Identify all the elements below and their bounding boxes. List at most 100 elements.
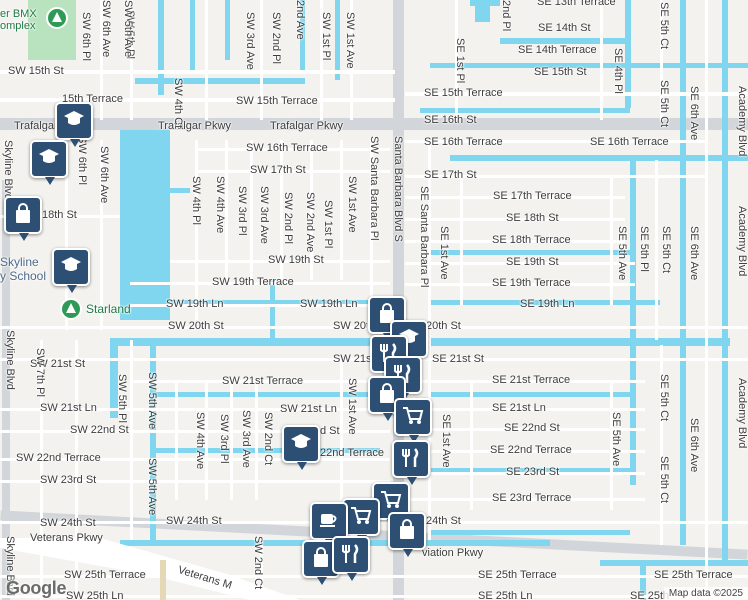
street-label: SW 1st Pl [322,200,334,249]
education-icon[interactable] [55,102,93,147]
street-label: 18th St [42,209,77,221]
street-label: Academy Blvd [736,378,748,449]
street-label: SE 16th St [424,114,477,126]
street-label: SW 3rd Ave [240,410,252,468]
bmx-complex-label: er BMX omplex [0,8,37,32]
street-label: SW 2nd Pl [270,12,282,64]
street-label: SE 19th Terrace [492,277,571,289]
street-label: SW 19th Terrace [212,276,294,288]
street-label: SW 4th Pl [190,176,202,225]
street-label: SW 1st Ave [344,12,356,69]
street-label: SE 16th Terrace [590,136,669,148]
street-label: SE 6th Ave [688,86,700,141]
street-label: 2nd Ave [294,0,306,40]
starland-park-icon[interactable] [60,298,82,320]
street-label: Skyline Blvd [2,140,14,200]
street-label: SW 22nd Terrace [16,452,101,464]
street-label: SE 23rd St [506,466,560,478]
street-label: SW 5th Pl [116,374,128,423]
street-label: Santa Barbara Blvd S [392,136,404,242]
street-label: SW 25th Terrace [64,569,146,581]
street-label: SW 6th Pl [80,12,92,61]
street-label: SE 17th Terrace [493,190,572,202]
street-label: SE 5th Pl [638,226,650,272]
street-label: SW 6th Ave [100,0,112,58]
street-label: SW 2nd Ct [262,412,274,466]
street-label: SE 14th St [538,22,591,34]
education-icon[interactable] [52,248,90,293]
street-label: SE 25th Terrace [478,569,557,581]
street-label: SW 3rd Pl [218,414,230,464]
street-label: SE 25th Terrace [654,569,733,581]
street-label: SW 21st St [30,358,86,370]
street-label: SW 1st Ave [346,176,358,233]
street-label: SE 22nd Terrace [490,444,572,456]
map-copyright[interactable]: Map data ©2025 [663,587,748,600]
street-label: Academy Blvd [736,86,748,157]
street-label: SW 5th Ave [146,458,158,516]
street-label: SW 17th St [250,164,306,176]
street-label: SE 5th Ct [658,2,670,50]
shopping-cart-icon[interactable] [394,398,432,443]
street-label: SW 5th Ave [146,372,158,430]
street-label: SW 15th St [8,65,64,77]
street-label: 22nd Terrace [320,447,385,459]
street-label: SE 17th St [424,169,477,181]
street-label: SW 24th St [166,515,222,527]
street-label: SE 5th Ct [658,374,670,422]
street-label: SW 2nd Ct [252,536,264,590]
street-label: SE 21st St [432,353,484,365]
street-label: SE 15th Terrace [424,87,503,99]
street-label: SW 20th St [333,320,367,332]
street-label: SW Santa Barbara Pl [368,136,380,241]
shopping-bag-icon[interactable] [388,512,426,557]
street-label: SE 5th Ct [658,456,670,504]
street-label: SE 1st Ave [440,414,452,468]
street-label: SE 22nd St [504,422,560,434]
street-label: SW 19th St [268,254,324,266]
starland-label: Starland [86,302,131,316]
street-label: SE 5th Ct [660,226,672,274]
park-icon[interactable] [46,7,68,29]
coffee-icon[interactable] [310,502,348,547]
restaurant-icon[interactable] [392,440,430,485]
street-label: SW 1st Ave [346,378,358,435]
street-label: SE Santa Barbara Pl [418,186,430,288]
street-label: SW 25th Ln [66,590,124,600]
skyline-school-label: Skyline y School [0,255,47,283]
street-label: SE 19th St [506,256,559,268]
shopping-bag-icon[interactable] [4,196,42,241]
street-label: 24th St [426,515,461,527]
street-label: 2nd Pl [500,0,512,32]
street-label: SE 5th Ave [616,226,628,281]
street-label: SW 21st Terrace [222,375,304,387]
street-label: SW 20th St [168,320,224,332]
street-label: SW 4th Ct [172,78,184,129]
street-label: SW 19th Ln [300,298,358,310]
street-label: SW 15th Terrace [236,95,318,107]
street-label: Trafalgar Pkwy [158,120,231,132]
street-label: SE 18th Terrace [492,234,571,246]
education-icon[interactable] [30,140,68,185]
street-label: SE 5th Ct [658,80,670,128]
street-label: SE 1st Ave [438,226,450,280]
street-label: SE 6th Ave [688,418,700,473]
street-label: SE 5th Ave [610,412,622,467]
street-label: SW 5th Ave [122,0,134,58]
street-label: SE 25th Ln [630,590,670,600]
street-label: SW 3rd Ave [244,12,256,70]
education-icon[interactable] [282,425,320,470]
street-label: SW 3rd Pl [236,186,248,236]
street-label: SE 18th St [506,212,559,224]
restaurant-icon[interactable] [332,536,370,581]
street-label: SW 23rd St [40,474,97,486]
street-label: SE 4th Pl [612,48,624,94]
street-label: SW 7th Pl [34,348,46,397]
street-label: SW 4th Ave [214,176,226,234]
street-label: viation Pkwy [422,547,484,559]
street-label: SW 19th Ln [166,298,224,310]
street-label: SE 6th Ave [688,226,700,281]
street-label: SE 14th Terrace [518,44,597,56]
street-label: SW 21st St [333,353,373,365]
